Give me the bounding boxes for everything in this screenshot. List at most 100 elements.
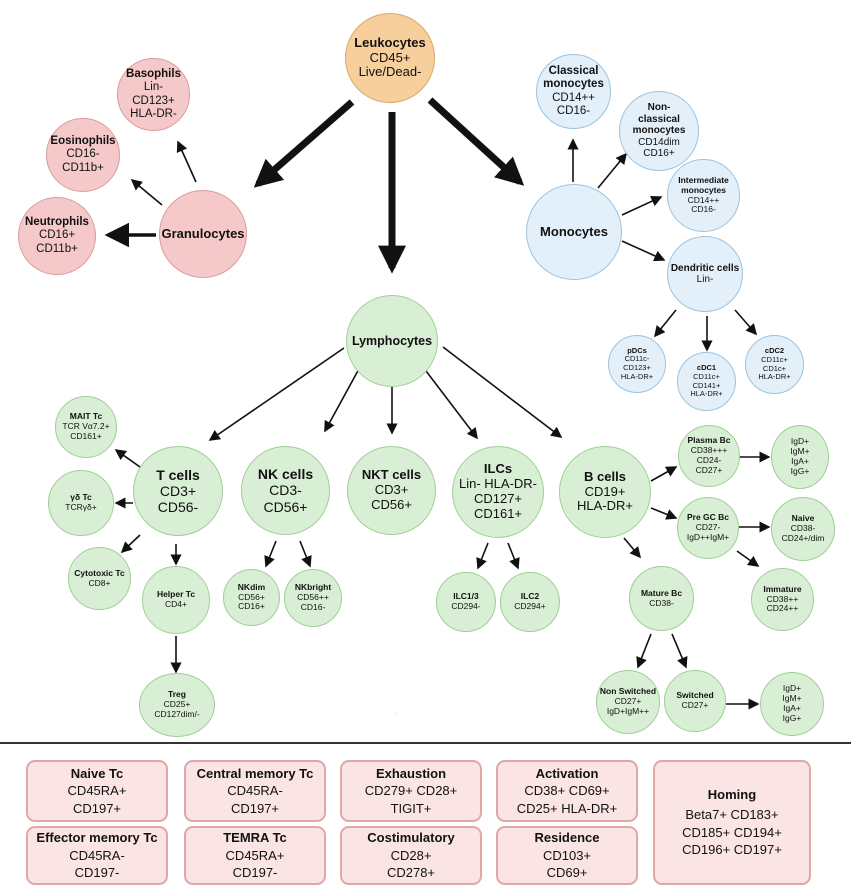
box-line: CD279+ CD28+ [364, 783, 458, 799]
node-pre-gc-bc: Pre GC Bc CD27- IgD++IgM+ [677, 497, 739, 559]
marker-line: IgD+ [782, 683, 802, 694]
node-lymphocytes: Lymphocytes [346, 295, 438, 387]
marker-line: CD38++ [766, 593, 799, 604]
box-naive-tc: Naive Tc CD45RA+ CD197+ [26, 760, 168, 822]
marker-line: CD27+ [695, 464, 723, 475]
arrow-lymphocytes-ilcs [422, 366, 478, 440]
arrow-ilcs-ilc2 [507, 542, 520, 570]
node-ilcs: ILCs Lin- HLA-DR- CD127+ CD161+ [452, 446, 544, 538]
marker-line: CD16+ [38, 229, 76, 242]
marker-line: CD56+ [371, 496, 412, 512]
marker-line: HLA-DR+ [577, 498, 633, 514]
arrow-ilcs-ilc13 [476, 542, 489, 570]
marker-line: IgM+ [790, 446, 810, 457]
arrow-bcells-plasma [650, 466, 678, 482]
node-helper-tc: Helper Tc CD4+ [142, 566, 210, 634]
marker-line: HLA-DR- [130, 107, 177, 120]
node-nk-cells: NK cells CD3- CD56+ [241, 446, 330, 535]
marker-line: HLA-DR+ [690, 389, 723, 399]
arrow-lymphocytes-bcells [442, 346, 563, 438]
box-line: CD45RA+ [67, 783, 127, 799]
marker-line: Lin- [143, 81, 164, 94]
marker-line: CD24+/dim [781, 532, 825, 543]
node-plasma-ig: IgD+ IgM+ IgA+ IgG+ [771, 425, 829, 489]
marker-line: CD45+ [369, 49, 411, 65]
box-line: CD45RA- [69, 847, 125, 863]
arrow-mature-nonswitched [636, 633, 652, 669]
node-ilc2: ILC2 CD294+ [500, 572, 560, 632]
marker-line: CD123+ [623, 363, 651, 372]
node-title: NKT cells [361, 467, 422, 483]
node-pdcs: pDCs CD11c- CD123+ HLA-DR+ [608, 335, 666, 393]
arrow-dendritic-pdcs [653, 309, 677, 338]
node-title: Basophils [126, 68, 181, 81]
arrow-nkcells-nkdim [264, 540, 277, 568]
node-leukocytes: Leukocytes CD45+ Live/Dead- [345, 13, 435, 103]
marker-line: CD56- [157, 499, 199, 516]
arrow-monocytes-nonclassical [597, 152, 628, 189]
node-title: Neutrophils [25, 216, 89, 229]
node-basophils: Basophils Lin- CD123+ HLA-DR- [117, 58, 190, 131]
marker-line: CD38+++ [690, 445, 728, 456]
box-line: CD197- [74, 865, 120, 881]
node-plasma-bc: Plasma Bc CD38+++ CD24- CD27+ [678, 425, 740, 487]
marker-line: Lin- HLA-DR- [458, 476, 537, 492]
marker-line: CD14dim [638, 136, 680, 148]
box-line: CD28+ [390, 847, 432, 863]
node-nonclassical-monocytes: Non-classical monocytes CD14dim CD16+ [619, 91, 699, 171]
node-monocytes: Monocytes [526, 184, 622, 280]
box-central-memory-tc: Central memory Tc CD45RA- CD197+ [184, 760, 326, 822]
box-line: CD196+ CD197+ [682, 842, 782, 858]
marker-line: CD24++ [766, 603, 799, 614]
box-homing: Homing Beta7+ CD183+ CD185+ CD194+ CD196… [653, 760, 811, 885]
node-title: Eosinophils [50, 135, 116, 148]
node-title: B cells [584, 468, 626, 484]
marker-line: CD14++ [552, 91, 595, 104]
node-title: Dendritic cells [670, 262, 740, 274]
node-mature-bc: Mature Bc CD38- [629, 566, 694, 631]
node-nkdim: NKdim CD56+ CD16+ [223, 569, 280, 626]
arrow-monocytes-intermediate [621, 195, 663, 216]
box-line: CD278+ [386, 865, 436, 881]
arrow-tcells-mait [114, 449, 141, 468]
node-title: cDC1 [696, 363, 717, 373]
marker-line: CD161+ [473, 505, 523, 521]
node-switched: Switched CD27+ [664, 670, 726, 732]
box-line: CD38+ CD69+ [524, 783, 610, 799]
marker-line: IgD++IgM+ [686, 531, 730, 542]
marker-line: CD11c- [624, 354, 650, 364]
node-dendritic-cells: Dendritic cells Lin- [667, 236, 743, 312]
node-cytotoxic-tc: Cytotoxic Tc CD8+ [68, 547, 131, 610]
box-line: CD25+ HLA-DR+ [516, 800, 618, 816]
box-line: CD197+ [230, 800, 280, 816]
node-gd-tc: γδ Tc TCRγδ+ [48, 470, 114, 536]
box-line: CD69+ [546, 865, 588, 881]
marker-line: CD11c+ [761, 354, 788, 364]
node-title: Mature Bc [640, 587, 683, 598]
node-eosinophils: Eosinophils CD16- CD11b+ [46, 118, 120, 192]
node-immature-bc: Immature CD38++ CD24++ [751, 568, 814, 631]
box-line: CD103+ [542, 847, 592, 863]
marker-line: CD11b+ [62, 161, 104, 174]
node-t-cells: T cells CD3+ CD56- [133, 446, 223, 536]
marker-line: CD16+ [643, 148, 675, 160]
node-non-switched: Non Switched CD27+ IgD+IgM++ [596, 670, 660, 734]
node-title: cDC2 [764, 346, 785, 356]
box-title: Effector memory Tc [36, 830, 158, 846]
box-line: CD185+ CD194+ [682, 824, 782, 840]
marker-line: CD25+ [163, 699, 191, 710]
node-title: ILCs [483, 461, 513, 477]
node-cdc1: cDC1 CD11c+ CD141+ HLA-DR+ [677, 352, 736, 411]
marker-line: CD38- [790, 523, 816, 534]
node-title: Plasma Bc [687, 435, 731, 446]
marker-line: CD4+ [165, 599, 187, 609]
node-title: Cytotoxic Tc [74, 567, 125, 578]
marker-line: IgG+ [782, 712, 802, 723]
stray-dot: . [396, 710, 398, 716]
marker-line: CD3+ [374, 482, 409, 498]
marker-line: IgM+ [782, 693, 802, 704]
node-naive-bc: Naive CD38- CD24+/dim [771, 497, 835, 561]
box-residence: Residence CD103+ CD69+ [496, 826, 638, 885]
marker-line: CD1c+ [762, 363, 787, 373]
